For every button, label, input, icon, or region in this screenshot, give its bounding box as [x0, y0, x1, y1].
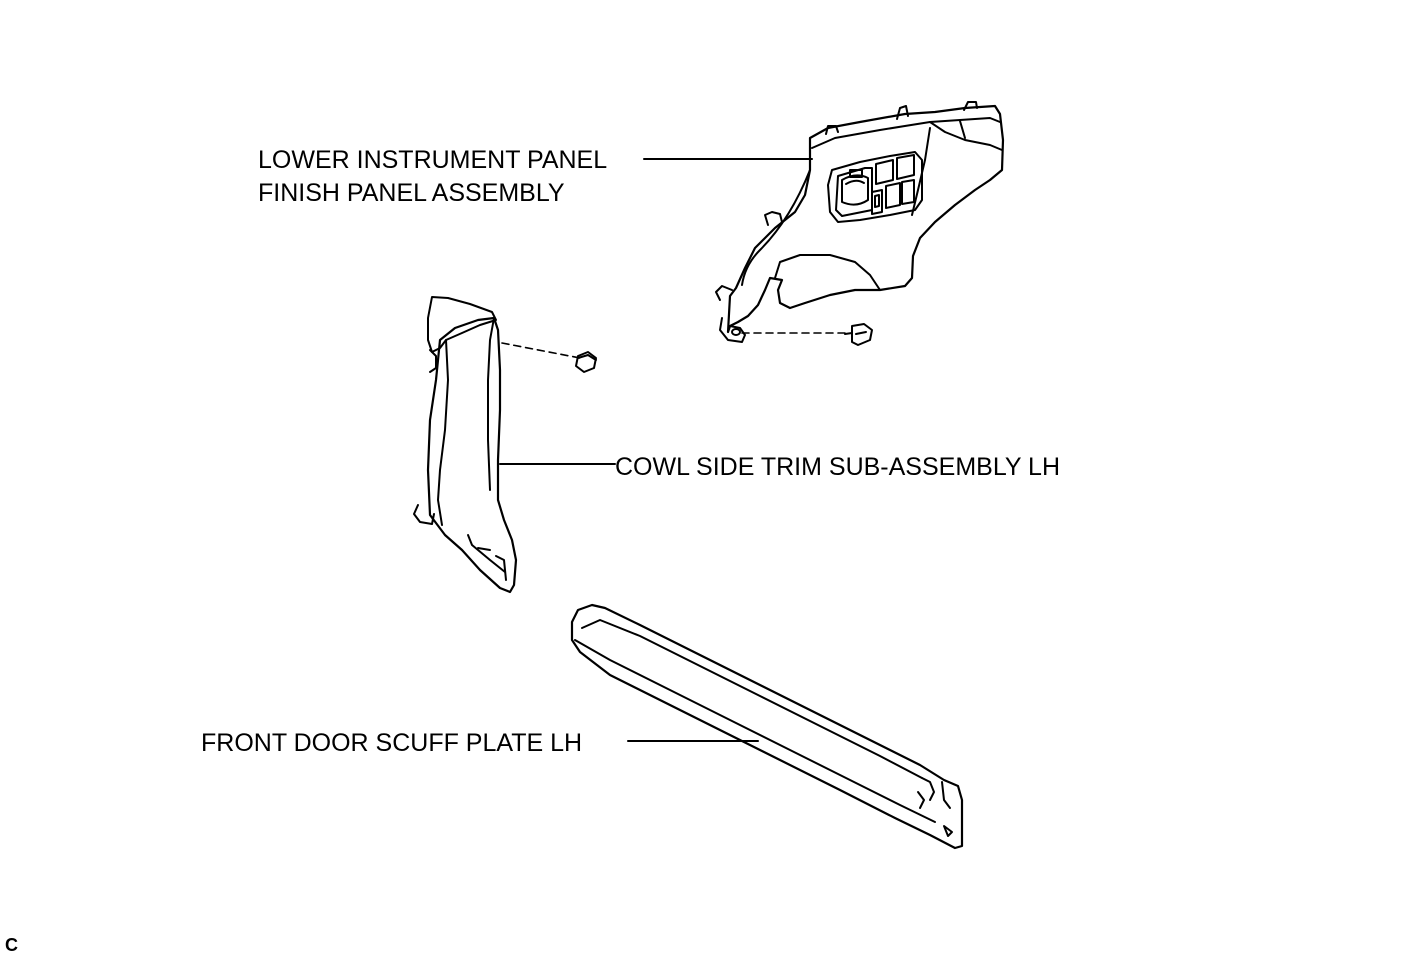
front-door-scuff-plate: [570, 603, 964, 850]
cowl-side-trim: [413, 296, 597, 594]
label-lower-panel-line1: LOWER INSTRUMENT PANEL: [258, 146, 608, 174]
label-lower-panel-line2: FINISH PANEL ASSEMBLY: [258, 179, 565, 207]
label-cowl-side-trim-text: COWL SIDE TRIM SUB-ASSEMBLY LH: [615, 453, 1061, 481]
label-scuff-plate-text: FRONT DOOR SCUFF PLATE LH: [201, 729, 583, 757]
label-front-door-scuff-plate: FRONT DOOR SCUFF PLATE LH: [201, 727, 582, 760]
lower-instrument-panel-finish-panel: [715, 101, 1005, 346]
label-lower-instrument-panel: LOWER INSTRUMENT PANEL FINISH PANEL ASSE…: [258, 144, 607, 210]
label-cowl-side-trim: COWL SIDE TRIM SUB-ASSEMBLY LH: [615, 451, 1060, 484]
corner-mark-text: C: [5, 935, 18, 955]
corner-mark: C: [5, 934, 18, 956]
